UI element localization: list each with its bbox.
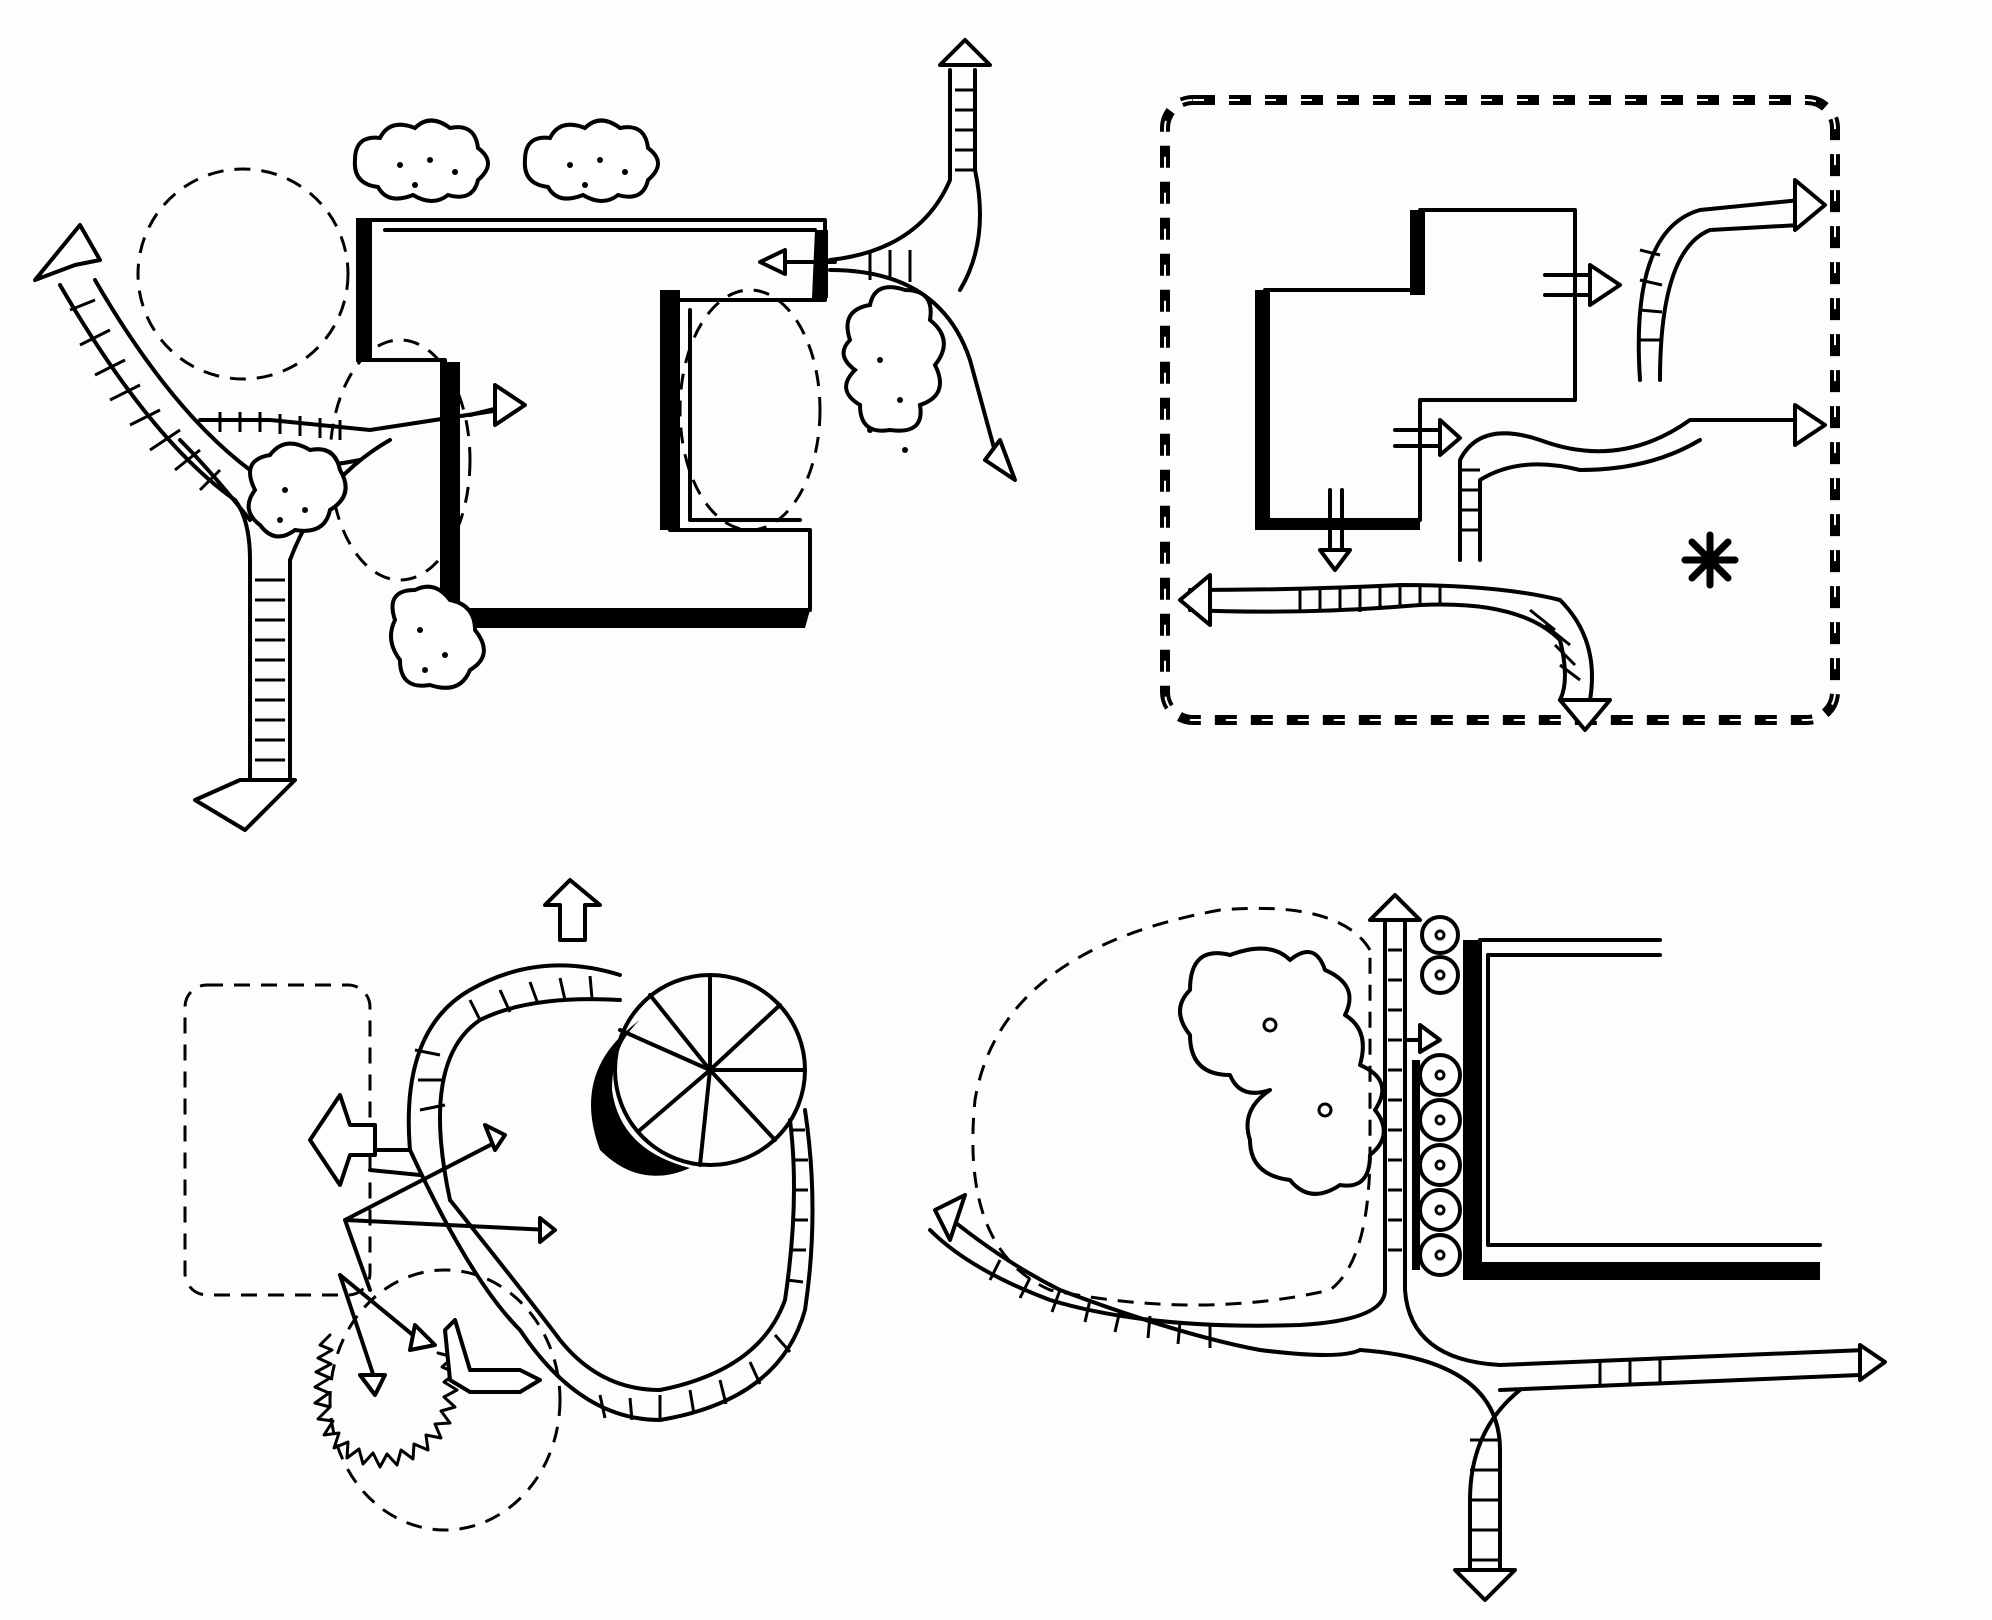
path-arrow-icon (1558, 698, 1612, 732)
path-network (928, 893, 1887, 1602)
shrub-icon (522, 118, 660, 203)
path-arrow-icon (493, 383, 527, 427)
path-arrow-icon (543, 878, 602, 942)
building-cross-icon (1255, 208, 1577, 530)
shrub-row-icon (1412, 915, 1462, 1277)
panel-2 (1160, 95, 1840, 732)
shrub-icon (352, 118, 490, 203)
panel-4 (928, 893, 1887, 1602)
path-arrow-icon (938, 38, 992, 67)
path-arrow-icon (538, 1216, 557, 1244)
tree-canopy-icon (1178, 946, 1386, 1196)
oval-zone-icon (971, 906, 1372, 1307)
courtyard-ellipse-icon (678, 288, 822, 532)
path-network (1178, 178, 1827, 732)
building-l-icon (356, 218, 828, 628)
path-arrow-icon (983, 438, 1017, 482)
path-arrow-icon (1588, 263, 1622, 307)
shrub-icon (841, 285, 946, 453)
building-wall-icon (1463, 938, 1822, 1280)
path-network (33, 38, 1017, 832)
path-arrow-icon (1438, 418, 1462, 457)
path-arrow-icon (1793, 178, 1827, 232)
path-arrow-icon (358, 1373, 387, 1397)
shrub-icon (389, 584, 486, 690)
path-arrow-icon (33, 223, 102, 282)
path-arrow-icon (1793, 403, 1827, 447)
path-arrow-icon (933, 1193, 967, 1242)
activity-ellipse-icon (328, 1268, 562, 1532)
focal-point-icon (1681, 531, 1739, 589)
path-arrow-icon (193, 778, 297, 832)
panel-3 (183, 878, 815, 1532)
path-arrow-icon (1858, 1343, 1887, 1382)
path-arrow-icon (483, 1123, 507, 1152)
path-arrow-icon (1418, 1023, 1442, 1054)
path-arrow-icon (758, 248, 787, 276)
activity-circle-icon (136, 167, 350, 381)
path-arrow-icon (308, 1093, 377, 1187)
path-arrow-icon (1368, 893, 1422, 922)
sawtooth-edge-icon (313, 1333, 459, 1469)
shrub-icon (246, 441, 348, 539)
path-network (308, 878, 815, 1422)
panel-1 (33, 38, 1017, 832)
path-arrow-icon (1453, 1568, 1517, 1602)
path-arrow-icon (443, 1318, 542, 1394)
path-arrow-icon (408, 1323, 437, 1352)
path-arrow-icon (1318, 548, 1352, 572)
path-arrow-icon (1178, 573, 1212, 627)
spiral-plaza-icon (591, 973, 807, 1176)
